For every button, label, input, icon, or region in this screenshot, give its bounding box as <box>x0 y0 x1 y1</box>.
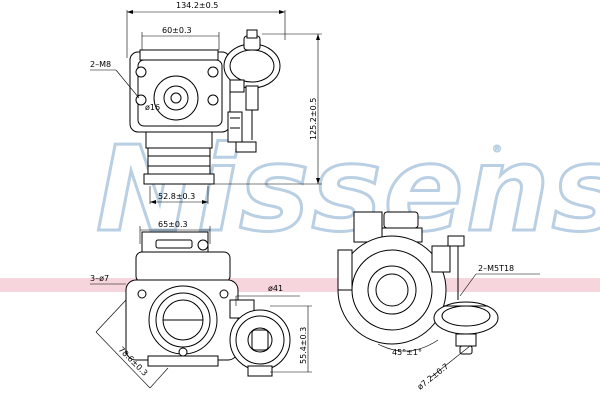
height-label: 125.2±0.5 <box>309 98 318 140</box>
actuator-height-label: 55.4±0.3 <box>299 327 308 364</box>
front-view: 65±0.3 3–ø7 78.6±0.3 ø41 <box>90 220 312 389</box>
top-view: 134.2±0.5 60±0.3 <box>90 1 322 204</box>
outlet-width-label: 52.8±0.3 <box>158 192 195 201</box>
pin-diameter-label: ø7.2±0.7 <box>416 362 451 392</box>
bolt-spec-label: 2–M8 <box>90 60 111 69</box>
port-diameter-label: ø41 <box>268 284 283 293</box>
angle-label: 45°±1° <box>392 348 422 357</box>
hole-spec-label: 3–ø7 <box>90 274 109 283</box>
overall-width-label: 134.2±0.5 <box>176 1 218 10</box>
flange-width-label: 60±0.3 <box>162 26 192 35</box>
hole-spacing-label: 65±0.3 <box>158 220 188 229</box>
side-view: 2–M5T18 45°±1° ø7.2±0.7 <box>337 211 540 392</box>
registered-mark: ® <box>492 144 502 155</box>
thread-spec-label: 2–M5T18 <box>478 264 514 273</box>
bore-diameter-label: ø16 <box>145 103 160 112</box>
